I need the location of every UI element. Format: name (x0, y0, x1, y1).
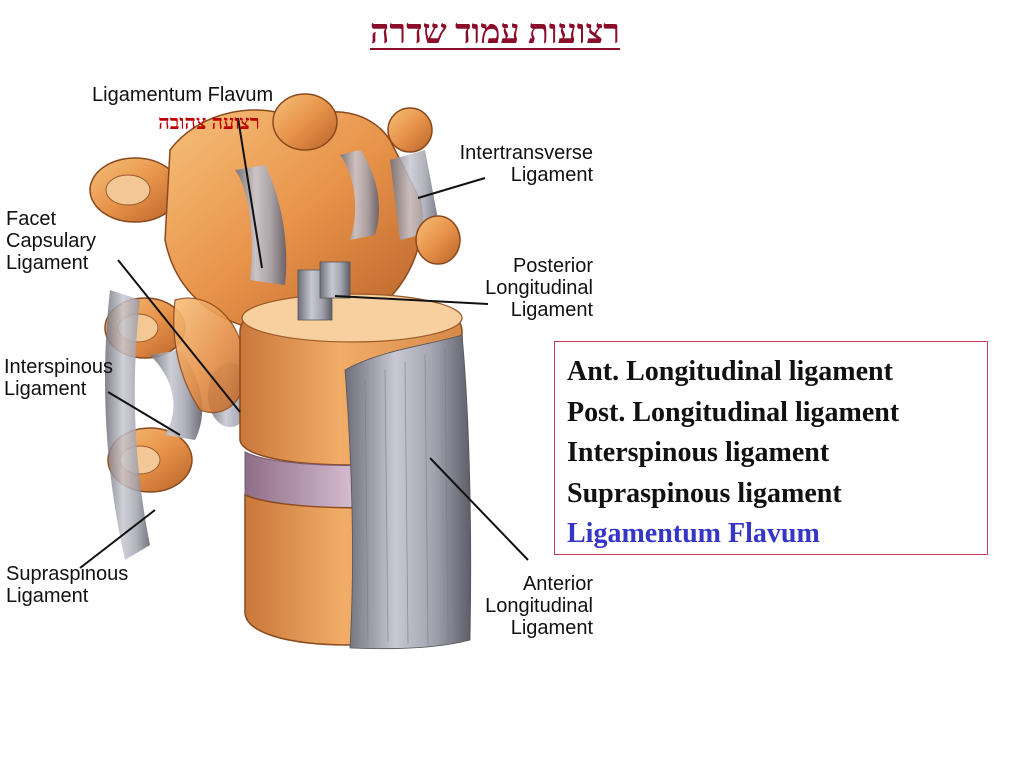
label-ligamentum-flavum-hebrew: רצועה צהובה (158, 112, 260, 134)
vertebral-bodies (239, 261, 472, 650)
ligament-list-item: Ant. Longitudinal ligament (567, 356, 893, 387)
label-posterior-longitudinal-ligament: Posterior Longitudinal Ligament (485, 255, 593, 321)
leader-lines (79, 117, 529, 569)
label-interspinous-ligament: Interspinous Ligament (4, 356, 113, 400)
label-intertransverse-ligament: Intertransverse Ligament (459, 142, 593, 186)
label-facet-capsulary-ligament: Facet Capsulary Ligament (6, 208, 97, 274)
ligament-list-box: Ant. Longitudinal ligament Post. Longitu… (554, 341, 988, 555)
ligament-list-item: Post. Longitudinal ligament (567, 396, 900, 428)
ligament-list-item: Interspinous ligament (567, 437, 830, 468)
page-title: רצועות עמוד שדרה (369, 14, 621, 51)
label-anterior-longitudinal-ligament: Anterior Longitudinal Ligament (485, 573, 593, 639)
ligament-list-item-highlighted: Ligamentum Flavum (567, 518, 820, 549)
label-supraspinous-ligament: Supraspinous Ligament (6, 563, 129, 607)
ligament-list-item: Supraspinous ligament (567, 477, 842, 509)
label-ligamentum-flavum: Ligamentum Flavum (92, 84, 274, 106)
